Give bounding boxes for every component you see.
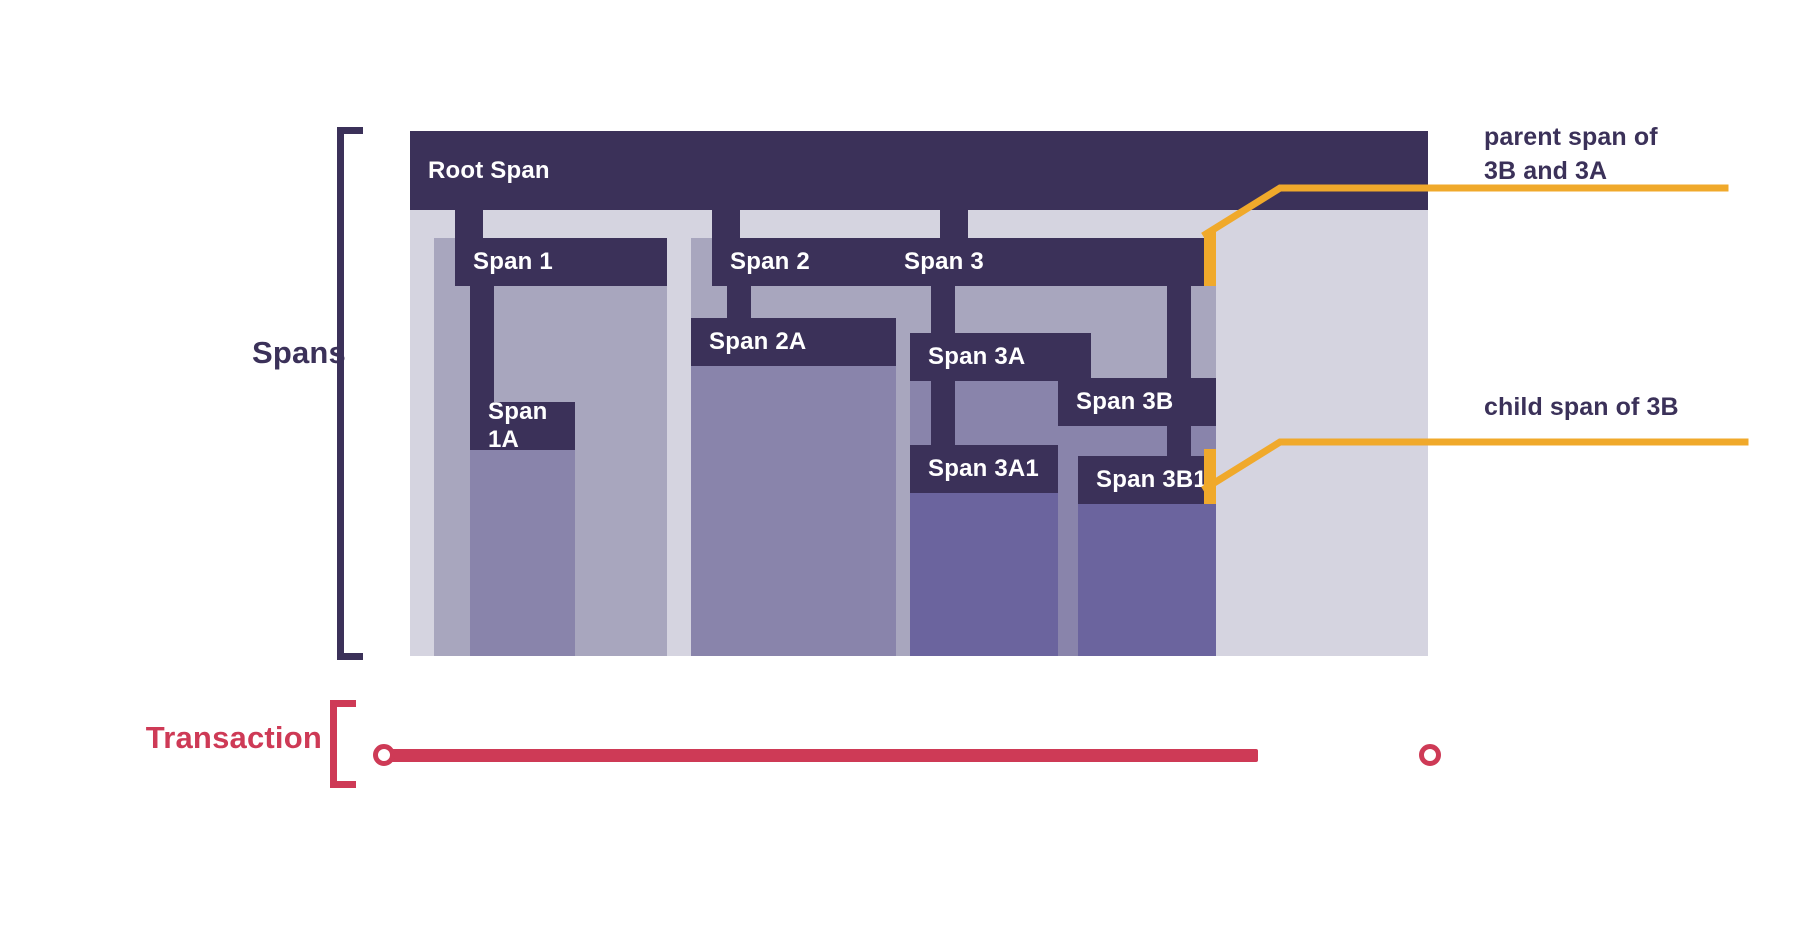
span-bar-span-3a[interactable]: Span 3A — [910, 333, 1091, 381]
span-bar-span-2[interactable]: Span 2 — [712, 238, 896, 286]
span-label-1a: Span 1A — [488, 398, 548, 453]
span-connector-3a-to-3a1 — [931, 381, 955, 445]
spans-bracket-stem — [337, 127, 344, 660]
span-bar-span-3b[interactable]: Span 3B — [1058, 378, 1216, 426]
span-label-3a: Span 3A — [928, 343, 1026, 370]
span-connector-root-to-3 — [940, 210, 968, 238]
span-bar-root[interactable]: Root Span — [410, 131, 1428, 210]
spans-bracket-top-arm — [337, 127, 363, 134]
span-bar-span-2a[interactable]: Span 2A — [691, 318, 896, 366]
transaction-bracket-bottom-arm — [330, 781, 356, 788]
span-connector-3-to-3b — [1167, 286, 1191, 378]
transaction-bracket-top-arm — [330, 700, 356, 707]
transaction-bracket — [330, 700, 356, 788]
span-body-2a — [691, 318, 896, 656]
span-connector-3b-to-3b1 — [1167, 426, 1191, 456]
span-label-1: Span 1 — [473, 248, 553, 275]
span-label-root: Root Span — [428, 156, 550, 184]
transaction-start-dot — [373, 744, 395, 766]
span-bar-span-3[interactable]: Span 3 — [886, 238, 1216, 286]
span-bar-span-1a[interactable]: Span 1A — [470, 398, 575, 453]
callout-leader-line-child — [1201, 438, 1749, 493]
transaction-bracket-stem — [330, 700, 337, 788]
highlight-marker-span-3 — [1204, 231, 1216, 286]
transaction-label: Transaction — [145, 720, 322, 755]
span-connector-2-to-2a — [727, 286, 751, 318]
span-connector-3-to-3a — [931, 286, 955, 333]
span-label-2: Span 2 — [730, 248, 810, 275]
span-label-2a: Span 2A — [709, 328, 807, 355]
callout-child-span-text: child span of 3B — [1484, 393, 1679, 421]
transaction-end-dot — [1419, 744, 1441, 766]
span-label-3a1: Span 3A1 — [928, 455, 1039, 482]
span-label-3b: Span 3B — [1076, 388, 1174, 415]
span-waterfall-canvas: Root Span Span 1 Span 1A Span 2 Span 2A … — [410, 131, 1428, 656]
callout-parent-span-text: parent span of 3B and 3A — [1484, 123, 1658, 185]
span-connector-root-to-2 — [712, 210, 740, 238]
span-connector-1-to-1a — [470, 286, 494, 402]
callout-leader-line-parent — [1201, 184, 1729, 239]
spans-bracket-bottom-arm — [337, 653, 363, 660]
spans-label: Spans — [251, 335, 346, 370]
span-bar-span-1[interactable]: Span 1 — [455, 238, 667, 286]
span-bar-span-3a1[interactable]: Span 3A1 — [910, 445, 1062, 493]
spans-bracket — [337, 127, 363, 660]
span-connector-root-to-1 — [455, 210, 483, 238]
transaction-duration-line — [378, 749, 1258, 762]
span-label-3b1: Span 3B1 — [1096, 466, 1207, 493]
span-bar-span-3b1[interactable]: Span 3B1 — [1078, 456, 1216, 504]
span-label-3: Span 3 — [904, 248, 984, 275]
